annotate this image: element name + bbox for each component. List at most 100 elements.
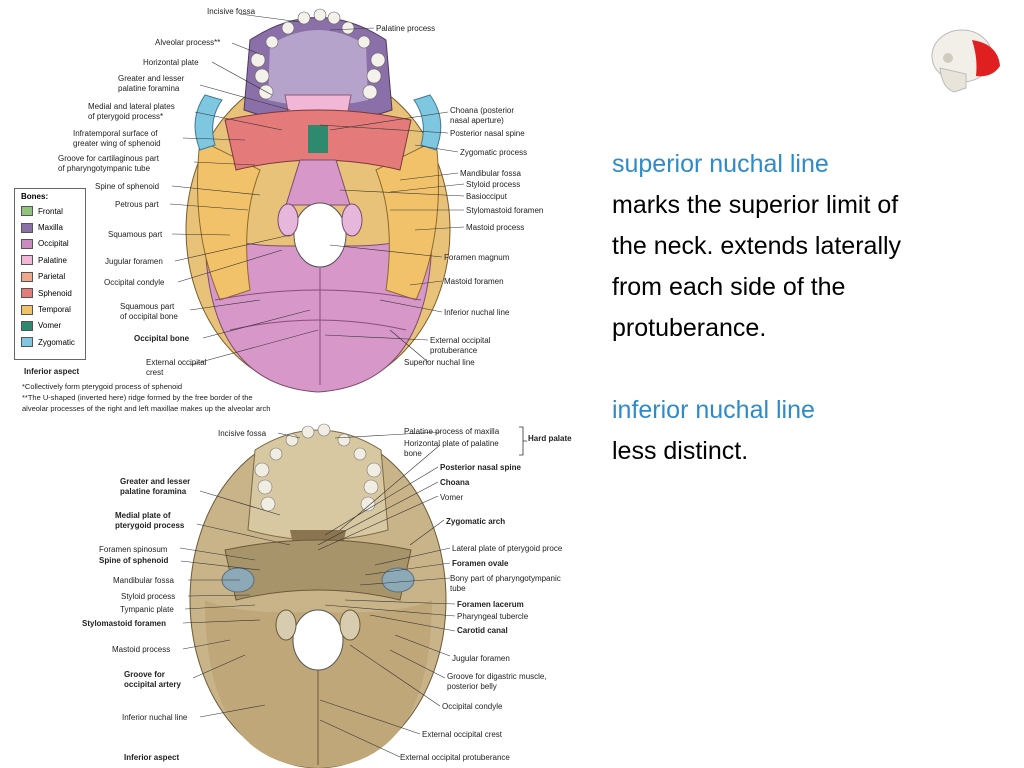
label-medial-plate-1: Medial plate of: [115, 511, 171, 520]
legend-item: Frontal: [15, 203, 85, 219]
label-infratemporal-2: greater wing of sphenoid: [73, 139, 161, 148]
legend-label: Maxilla: [38, 223, 63, 233]
label-inferior-nuchal-line: Inferior nuchal line: [444, 308, 510, 317]
label-choana-1: Choana (posterior: [450, 106, 515, 115]
legend-item: Temporal: [15, 301, 85, 317]
label-external-occipital-crest-1: External occipital: [146, 358, 207, 367]
label-palatine-process-maxilla: Palatine process of maxilla: [404, 427, 500, 436]
legend-label: Frontal: [38, 206, 63, 216]
label-spine-of-sphenoid: Spine of sphenoid: [99, 556, 169, 565]
label-foramen-lacerum: Foramen lacerum: [457, 600, 524, 609]
label-groove-occipital-artery-2: occipital artery: [124, 680, 181, 689]
desc-line-4: protuberance.: [612, 314, 767, 342]
label-stylomastoid-foramen: Stylomastoid foramen: [466, 206, 544, 215]
label-pterygoid-plates-2: of pterygoid process*: [88, 112, 164, 121]
label-carotid-canal: Carotid canal: [457, 626, 508, 635]
legend-swatch: [21, 238, 33, 249]
legend-swatch: [21, 320, 33, 331]
label-styloid-process: Styloid process: [466, 180, 521, 189]
label-squamous-part: Squamous part: [108, 230, 163, 239]
label-palatine-foramina-1: Greater and lesser: [120, 477, 191, 486]
footnote-2: **The U-shaped (inverted here) ridge for…: [22, 393, 253, 402]
label-occipital-bone: Occipital bone: [134, 334, 190, 343]
term-superior-nuchal-line: superior nuchal line: [612, 150, 829, 178]
hard-palate-bracket: [519, 426, 527, 456]
term-inferior-nuchal-line: inferior nuchal line: [612, 396, 815, 424]
label-pharyngotympanic-1: Bony part of pharyngotympanic: [450, 574, 561, 583]
label-mastoid-foramen: Mastoid foramen: [444, 277, 504, 286]
label-pharyngotympanic-2: tube: [450, 584, 466, 593]
label-horizontal-plate-1: Horizontal plate of palatine: [404, 439, 499, 448]
legend-label: Zygomatic: [38, 337, 75, 347]
label-inferior-nuchal-line: Inferior nuchal line: [122, 713, 188, 722]
legend-item: Sphenoid: [15, 285, 85, 301]
label-mandibular-fossa: Mandibular fossa: [460, 169, 521, 178]
legend-swatch: [21, 255, 33, 266]
label-pharyngeal-tubercle: Pharyngeal tubercle: [457, 612, 529, 621]
skull-icon: [931, 29, 1000, 93]
label-palatine-process: Palatine process: [376, 24, 436, 33]
label-groove-cartilaginous-2: of pharyngotympanic tube: [58, 164, 151, 173]
label-spine-of-sphenoid: Spine of sphenoid: [95, 182, 160, 191]
bottom-figure-caption: Inferior aspect: [124, 753, 180, 762]
label-groove-digastric-1: Groove for digastric muscle,: [447, 672, 547, 681]
bones-legend: Bones: Frontal Maxilla Occipital Palatin…: [14, 188, 86, 360]
label-occipital-condyle: Occipital condyle: [104, 278, 165, 287]
legend-label: Temporal: [38, 305, 71, 315]
photo-skull-illustration: [179, 423, 456, 768]
label-horizontal-plate-2: bone: [404, 449, 422, 458]
label-hard-palate: Hard palate: [528, 434, 572, 443]
label-squamous-occipital-2: of occipital bone: [120, 312, 178, 321]
legend-item: Palatine: [15, 252, 85, 268]
label-superior-nuchal-line: Superior nuchal line: [404, 358, 475, 367]
label-basiocciput: Basiocciput: [466, 192, 507, 201]
label-external-occipital-crest: External occipital crest: [422, 730, 503, 739]
label-medial-plate-2: pterygoid process: [115, 521, 185, 530]
legend-item: Vomer: [15, 318, 85, 334]
footnote-1: *Collectively form pterygoid process of …: [22, 382, 183, 391]
label-mastoid-process: Mastoid process: [466, 223, 525, 232]
legend-label: Occipital: [38, 239, 69, 249]
label-jugular-foramen: Jugular foramen: [452, 654, 510, 663]
legend-swatch: [21, 337, 33, 348]
legend-title: Bones:: [21, 192, 49, 201]
colored-skull-illustration: [169, 8, 465, 393]
label-posterior-nasal-spine: Posterior nasal spine: [440, 463, 521, 472]
desc-line-2: the neck. extends laterally: [612, 232, 902, 260]
label-stylomastoid-foramen: Stylomastoid foramen: [82, 619, 167, 628]
label-infratemporal-1: Infratemporal surface of: [73, 129, 158, 138]
legend-label: Palatine: [38, 255, 67, 265]
legend-swatch: [21, 206, 33, 217]
label-choana-2: nasal aperture): [450, 116, 504, 125]
legend-swatch: [21, 288, 33, 299]
label-pterygoid-plates-1: Medial and lateral plates: [88, 102, 175, 111]
label-palatine-foramina-2: palatine foramina: [120, 487, 187, 496]
label-horizontal-plate: Horizontal plate: [143, 58, 199, 67]
label-groove-occipital-artery-1: Groove for: [124, 670, 165, 679]
footnote-3: alveolar processes of the right and left…: [22, 404, 271, 413]
label-external-occipital-protuberance: External occipital protuberance: [400, 753, 510, 762]
label-squamous-occipital-1: Squamous part: [120, 302, 175, 311]
label-incisive-fossa: Incisive fossa: [207, 7, 256, 16]
label-zygomatic-process: Zygomatic process: [460, 148, 528, 157]
label-palatine-foramina-2: palatine foramina: [118, 84, 180, 93]
label-foramen-spinosum: Foramen spinosum: [99, 545, 168, 554]
top-skull-figure: Incisive fossa Alveolar process** Horizo…: [0, 0, 590, 418]
legend-item: Maxilla: [15, 219, 85, 235]
top-figure-caption: Inferior aspect: [24, 367, 80, 376]
desc-line-1: marks the superior limit of: [612, 191, 899, 219]
label-petrous-part: Petrous part: [115, 200, 159, 209]
legend-swatch: [21, 271, 33, 282]
label-mandibular-fossa: Mandibular fossa: [113, 576, 174, 585]
label-zygomatic-arch: Zygomatic arch: [446, 517, 506, 526]
desc-line-3: from each side of the: [612, 273, 846, 301]
label-occipital-condyle: Occipital condyle: [442, 702, 503, 711]
legend-swatch: [21, 304, 33, 315]
label-groove-digastric-2: posterior belly: [447, 682, 497, 691]
label-lateral-plate-pterygoid: Lateral plate of pterygoid proce: [452, 544, 563, 553]
label-choana: Choana: [440, 478, 470, 487]
label-foramen-ovale: Foramen ovale: [452, 559, 509, 568]
label-groove-cartilaginous-1: Groove for cartilaginous part: [58, 154, 159, 163]
label-external-occipital-protuberance-1: External occipital: [430, 336, 491, 345]
label-jugular-foramen: Jugular foramen: [105, 257, 163, 266]
